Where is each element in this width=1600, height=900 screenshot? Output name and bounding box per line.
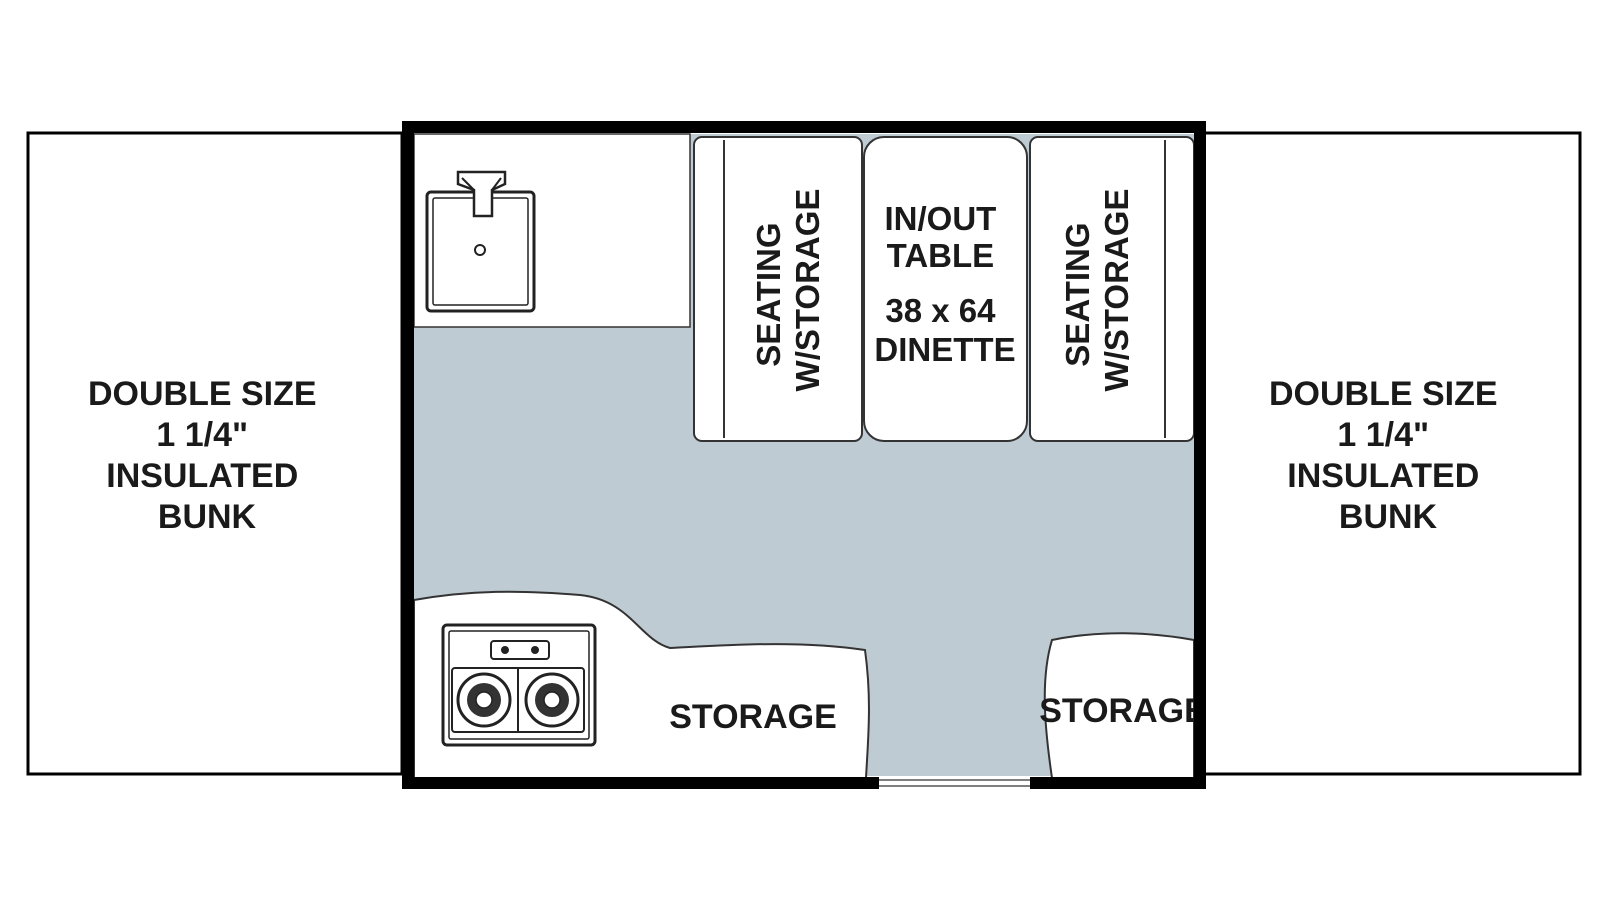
svg-text:IN/OUT TABLE 38 x: IN/OUT TABLE 38 x 64 DINETTE [874,200,1015,368]
seating-left-line1: SEATING [750,222,787,366]
svg-text:SEATING W/STORAGE: SEATING W/STORAGE [750,189,826,392]
seating-left-line2: W/STORAGE [789,189,826,392]
dinette: SEATING W/STORAGE IN/OUT TABLE 38 x 64 D… [693,136,1195,442]
dinette-table [863,136,1028,442]
left-bunk-line1: DOUBLE SIZE [88,375,317,413]
table-line2: TABLE [887,237,995,274]
sink-icon [425,170,536,313]
entry-door[interactable] [879,779,1030,787]
right-bunk-line1: DOUBLE SIZE [1269,375,1498,413]
seating-right-line2: W/STORAGE [1098,189,1135,392]
storage-left-label: STORAGE [669,698,837,736]
exterior-walls [402,121,1206,789]
seating-right-line1: SEATING [1059,222,1096,366]
svg-text:SEATING W/STORAGE: SEATING W/STORAGE [1059,189,1135,392]
left-bunk-line3: INSULATED [106,457,298,495]
right-bunk: DOUBLE SIZE 1 1/4" INSULATED BUNK [1200,131,1582,776]
right-bunk-line3: INSULATED [1287,457,1479,495]
table-line3: 38 x 64 [885,292,996,329]
right-bunk-line4: BUNK [1339,498,1438,536]
table-line4: DINETTE [874,331,1015,368]
right-bunk-line2: 1 1/4" [1337,416,1429,454]
left-bunk: DOUBLE SIZE 1 1/4" INSULATED BUNK [26,131,404,776]
seat-left [693,136,863,442]
left-bunk-line4: BUNK [158,498,257,536]
table-line1: IN/OUT [885,200,997,237]
stove-icon [441,623,597,747]
svg-text:DOUBLE SIZE 1 1/4": DOUBLE SIZE 1 1/4" INSULATED BUNK [1269,375,1507,536]
svg-text:DOUBLE SIZE 1 1/4": DOUBLE SIZE 1 1/4" INSULATED BUNK [88,375,326,536]
storage-right-label: STORAGE [1039,692,1207,730]
left-bunk-line2: 1 1/4" [156,416,248,454]
